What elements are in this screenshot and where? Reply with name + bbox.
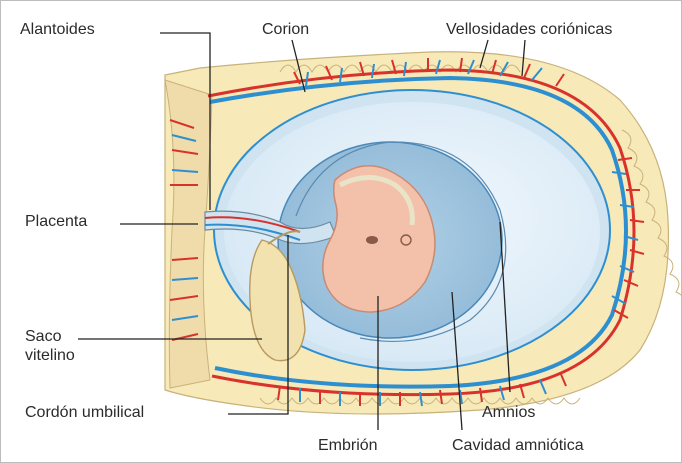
- label-amnios: Amnios: [482, 404, 535, 422]
- label-placenta: Placenta: [25, 213, 87, 231]
- label-alantoides: Alantoides: [20, 21, 95, 39]
- label-cavidad: Cavidad amniótica: [452, 437, 584, 455]
- label-vellosidades: Vellosidades coriónicas: [446, 21, 612, 39]
- label-corion: Corion: [262, 21, 309, 39]
- label-cordon: Cordón umbilical: [25, 404, 144, 422]
- label-saco-line2: vitelino: [25, 347, 75, 365]
- embryo-heart-bulge: [366, 236, 378, 244]
- label-saco-line1: Saco: [25, 328, 61, 346]
- label-embrion: Embrión: [318, 437, 378, 455]
